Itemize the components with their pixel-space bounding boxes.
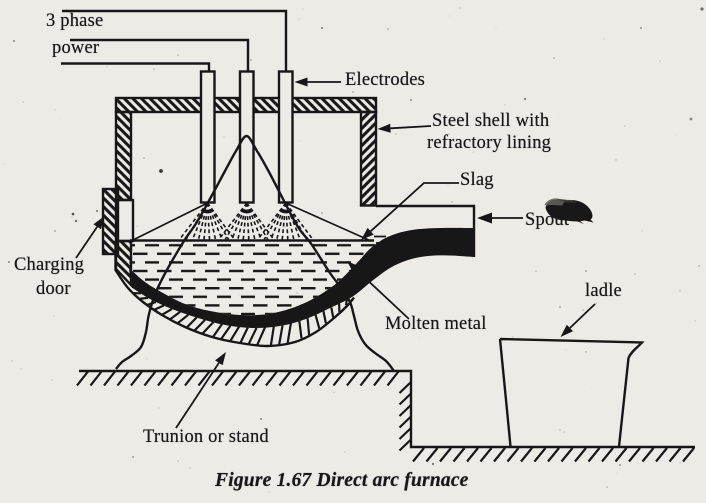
slag-band: [129, 227, 474, 329]
charging-arrow: [75, 216, 105, 259]
molten-arrow: [347, 261, 410, 320]
figure-caption: Figure 1.67 Direct arc furnace: [215, 470, 469, 491]
ground: [76, 369, 695, 463]
label-steel-shell-line1: Steel shell with: [432, 111, 550, 131]
label-spout: Spout: [525, 210, 570, 230]
electrodes-arrow: [294, 77, 341, 87]
label-power: power: [52, 38, 100, 58]
electric-arc: [115, 134, 395, 372]
label-slag: Slag: [460, 170, 494, 190]
label-electrodes: Electrodes: [345, 70, 426, 90]
label-molten-metal: Molten metal: [385, 314, 487, 334]
shell-arrow: [377, 123, 432, 133]
label-charging: Charging: [14, 255, 85, 275]
label-trunion: Trunion or stand: [143, 427, 269, 447]
right-wall: [359, 110, 378, 207]
label-door: door: [36, 279, 71, 299]
label-ladle: ladle: [585, 281, 622, 301]
label-steel-shell-line2: refractory lining: [427, 133, 552, 153]
slag-arrow: [361, 182, 459, 240]
electrode-left: [199, 70, 216, 204]
trunion-arrow: [175, 352, 226, 429]
ladle-shape: [498, 337, 645, 447]
ladle-arrow: [560, 303, 596, 337]
charging-door-slab: [101, 187, 120, 256]
electrode-right: [277, 70, 294, 204]
spout-arrow: [477, 212, 523, 224]
arc-spray: [131, 202, 372, 242]
power-supply-lines: [61, 9, 288, 71]
label-3phase: 3 phase: [46, 11, 104, 31]
